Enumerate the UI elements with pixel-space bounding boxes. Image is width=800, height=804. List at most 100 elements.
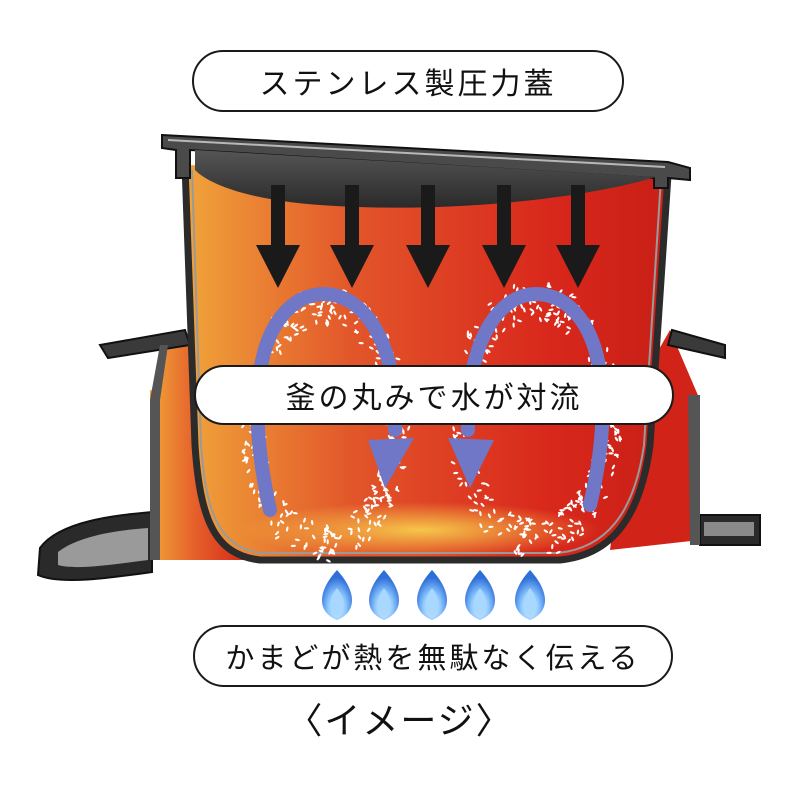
rice-grain (473, 509, 479, 512)
rice-grain (554, 540, 559, 545)
rice-grain (526, 517, 531, 522)
rice-grain (566, 326, 571, 330)
rice-grain (395, 488, 400, 492)
rice-grain (536, 304, 540, 310)
rice-grain (613, 427, 619, 432)
rice-grain (370, 504, 374, 510)
flames (322, 570, 545, 620)
rice-grain (317, 314, 323, 317)
rice-grain (580, 502, 584, 507)
rice-grain (509, 514, 515, 517)
rice-grain (549, 529, 553, 534)
rice-grain (395, 357, 401, 361)
rice-grain (303, 517, 306, 523)
rice-grain (258, 503, 263, 508)
rice-grain (567, 524, 573, 528)
rice-grain (571, 296, 577, 299)
curved-arrow-icon (250, 287, 414, 517)
rice-grain (519, 533, 525, 536)
rice-grain (283, 336, 289, 339)
rice-grain (328, 549, 332, 555)
rice-grain (249, 482, 252, 488)
rice-grain (512, 322, 515, 328)
rice-grain (292, 512, 298, 515)
convection-label-text: 釜の丸みで水が対流 (285, 381, 583, 416)
rice-grain (286, 320, 289, 326)
stainless-lid (161, 133, 691, 189)
rice-grain (241, 449, 246, 455)
rice-grain (473, 493, 478, 498)
rice-grain (566, 315, 571, 320)
rice-grain (365, 508, 368, 514)
rice-grain (569, 518, 574, 523)
rice-grain (572, 503, 578, 508)
rice-grain (507, 511, 512, 516)
rice-grain (252, 489, 256, 495)
rice-grain (375, 357, 381, 360)
rice-grain (311, 313, 317, 316)
rice-grain (584, 482, 588, 488)
rice-grain (375, 350, 380, 354)
rice-grain (364, 504, 370, 507)
rice-grain (293, 323, 299, 328)
rice-grain (523, 307, 526, 313)
rice-grain (559, 320, 565, 324)
rice-grain (302, 328, 308, 332)
rice-grain (488, 498, 494, 501)
rice-grain (469, 509, 475, 512)
rice-grain (246, 468, 251, 474)
rice-grain (548, 308, 554, 312)
rice-grain (479, 523, 483, 529)
rice-grain (516, 519, 522, 523)
rice-grain (366, 512, 372, 516)
rice-grain (373, 491, 378, 495)
rice-grain (371, 486, 377, 490)
flame-icon (322, 570, 352, 620)
rice-grain (368, 496, 373, 500)
rice-grain (513, 550, 518, 555)
rice-grain (464, 349, 468, 355)
rice-grain (386, 499, 392, 502)
rice-grain (606, 347, 609, 353)
rice-grain (479, 511, 482, 517)
rice-grain (457, 477, 463, 480)
rice-grain (357, 542, 361, 547)
rice-grain (563, 506, 569, 510)
rice-grain (250, 482, 254, 488)
rice-grain (581, 508, 585, 513)
rice-grain (508, 523, 513, 529)
image-caption: 〈イメージ〉 (286, 701, 514, 742)
rice-grain (279, 349, 282, 356)
rice-grain (494, 327, 498, 333)
inner-pot (185, 165, 668, 560)
rice-grain (452, 426, 455, 432)
rice-grain (497, 519, 503, 523)
rice-grain (382, 489, 389, 492)
rice-grain (491, 337, 497, 341)
rice-grain (330, 304, 333, 310)
rice-grain (530, 522, 536, 525)
rice-grain (299, 524, 303, 530)
rice-grain (368, 346, 374, 350)
rice-grain (497, 532, 503, 536)
rice-grain (466, 330, 470, 336)
rice-grain (543, 529, 549, 533)
rice-grain (274, 536, 280, 540)
rice-grain (338, 534, 342, 540)
rice-grain (587, 356, 591, 363)
rice-grain (615, 453, 619, 458)
rice-grain (294, 538, 300, 542)
rice-grain (523, 533, 527, 539)
rice-grain (513, 315, 516, 321)
inner-pot-wall (181, 164, 672, 564)
rice-grain (338, 314, 342, 320)
rice-grain (539, 306, 543, 312)
rice-grain (334, 542, 338, 548)
rice-grain (352, 510, 358, 514)
rice-grain (565, 330, 570, 335)
flame-icon (515, 570, 545, 620)
rice-grain (493, 508, 496, 514)
rice-grain (358, 341, 364, 345)
rice-grain (325, 524, 329, 530)
heat-label-text: かまどが熱を無駄なく伝える (225, 641, 641, 675)
